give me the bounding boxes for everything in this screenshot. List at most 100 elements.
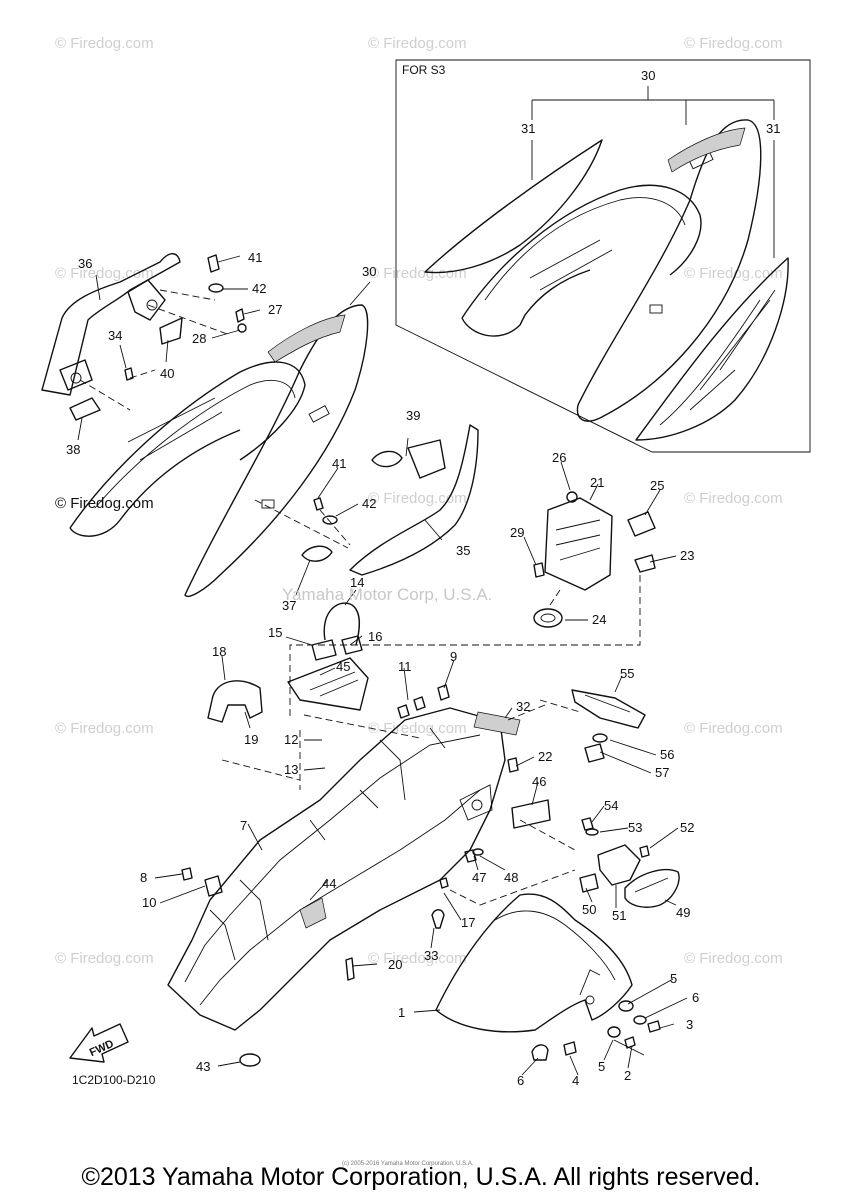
callout-8: 8 — [140, 870, 147, 885]
callout-10: 10 — [142, 895, 156, 910]
clip-17 — [439, 877, 449, 889]
rear-fender — [167, 707, 506, 1031]
callout-5: 5 — [670, 971, 677, 986]
callout-39: 39 — [406, 408, 420, 423]
callout-47: 47 — [472, 870, 486, 885]
callout-40: 40 — [160, 366, 174, 381]
callout-5: 5 — [598, 1059, 605, 1074]
exploded-parts-diagram: © Firedog.com © Firedog.com © Firedog.co… — [41, 35, 811, 1088]
grab-bar-damper-40 — [159, 317, 183, 345]
watermark: © Firedog.com — [684, 950, 783, 967]
callout-34: 34 — [108, 328, 122, 343]
callout-25: 25 — [650, 478, 664, 493]
callout-41: 41 — [248, 250, 262, 265]
callout-13: 13 — [284, 762, 298, 777]
callout-49: 49 — [676, 905, 690, 920]
watermark: © Firedog.com — [55, 950, 154, 967]
watermark: © Firedog.com — [368, 35, 467, 52]
callout-54: 54 — [604, 798, 618, 813]
damper-46 — [511, 799, 551, 829]
callout-1: 1 — [398, 1005, 405, 1020]
bolt-34 — [124, 367, 134, 381]
callout-15: 15 — [268, 625, 282, 640]
rivet-33 — [431, 909, 445, 929]
washer-42 — [208, 283, 224, 293]
callout-22: 22 — [538, 749, 552, 764]
small-copyright: (c) 2005-2016 Yamaha Motor Corporation, … — [342, 1161, 474, 1167]
watermark: © Firedog.com — [368, 720, 467, 737]
callout-14: 14 — [350, 575, 364, 590]
callout-17: 17 — [461, 915, 475, 930]
inset-side-panel-left — [424, 139, 603, 274]
watermark: © Firedog.com — [684, 490, 783, 507]
watermark: © Firedog.com — [55, 35, 154, 52]
rivet-20 — [345, 957, 355, 981]
cover-45 — [287, 657, 369, 711]
diagram-code: 1C2D100-D210 — [72, 1073, 156, 1087]
callout-31: 31 — [521, 121, 535, 136]
callout-27: 27 — [268, 302, 282, 317]
callout-41: 41 — [332, 456, 346, 471]
bolt-22 — [507, 757, 519, 773]
callout-labels: 36 41 42 27 28 30 34 40 38 39 41 42 35 3… — [66, 250, 699, 1088]
watermark: © Firedog.com — [684, 35, 783, 52]
callout-46: 46 — [532, 774, 546, 789]
washer-48 — [472, 848, 484, 856]
watermark: © Firedog.com — [368, 950, 467, 967]
watermark: © Firedog.com — [684, 265, 783, 282]
inset-frame-label: FOR S3 — [402, 63, 446, 77]
callout-55: 55 — [620, 666, 634, 681]
bolt-9 — [437, 684, 450, 701]
callout-9: 9 — [450, 649, 457, 664]
callout-4: 4 — [572, 1073, 579, 1088]
callout-23: 23 — [680, 548, 694, 563]
callout-56: 56 — [660, 747, 674, 762]
front-fender — [435, 893, 633, 1033]
bracket-18 — [207, 680, 263, 723]
callout-44: 44 — [322, 876, 336, 891]
callout-32: 32 — [516, 699, 530, 714]
callout-7: 7 — [240, 818, 247, 833]
fwd-label: FWD — [88, 1038, 116, 1059]
callout-42: 42 — [362, 496, 376, 511]
callout-21: 21 — [590, 475, 604, 490]
nut-10 — [204, 875, 223, 897]
center-watermark: Yamaha Motor Corp, U.S.A. — [282, 585, 493, 604]
grab-bar — [41, 253, 181, 396]
callout-43: 43 — [196, 1059, 210, 1074]
callout-11: 11 — [398, 659, 412, 674]
fender-hardware — [531, 1000, 661, 1061]
copyright-footer: ©2013 Yamaha Motor Corporation, U.S.A. A… — [81, 1163, 761, 1191]
callout-57: 57 — [655, 765, 669, 780]
callout-35: 35 — [456, 543, 470, 558]
s3-inset-frame — [395, 59, 811, 453]
plate-32 — [473, 711, 521, 736]
callout-24: 24 — [592, 612, 606, 627]
callout-30: 30 — [362, 264, 376, 279]
collar-28 — [237, 323, 247, 333]
callout-12: 12 — [284, 732, 298, 747]
bolt-41 — [207, 254, 220, 273]
bolt-8 — [181, 867, 193, 881]
callout-16: 16 — [368, 629, 382, 644]
callout-20: 20 — [388, 957, 402, 972]
callout-6: 6 — [692, 990, 699, 1005]
bolt-27 — [235, 308, 245, 323]
callout-45: 45 — [336, 659, 350, 674]
light-bracket — [533, 491, 656, 628]
callout-19: 19 — [244, 732, 258, 747]
callout-28: 28 — [192, 331, 206, 346]
cap-43 — [239, 1053, 261, 1067]
inset-seat-cowl — [461, 119, 762, 422]
callout-33: 33 — [424, 948, 438, 963]
tail-cover — [254, 424, 479, 576]
callout-48: 48 — [504, 870, 518, 885]
watermark: © Firedog.com — [55, 265, 154, 282]
watermark: © Firedog.com — [684, 720, 783, 737]
bolt-47 — [464, 849, 477, 863]
license-light — [571, 689, 646, 763]
forward-direction-arrow: FWD — [69, 1023, 129, 1063]
bolts-11 — [397, 696, 426, 719]
callout-52: 52 — [680, 820, 694, 835]
callout-51: 51 — [612, 908, 626, 923]
